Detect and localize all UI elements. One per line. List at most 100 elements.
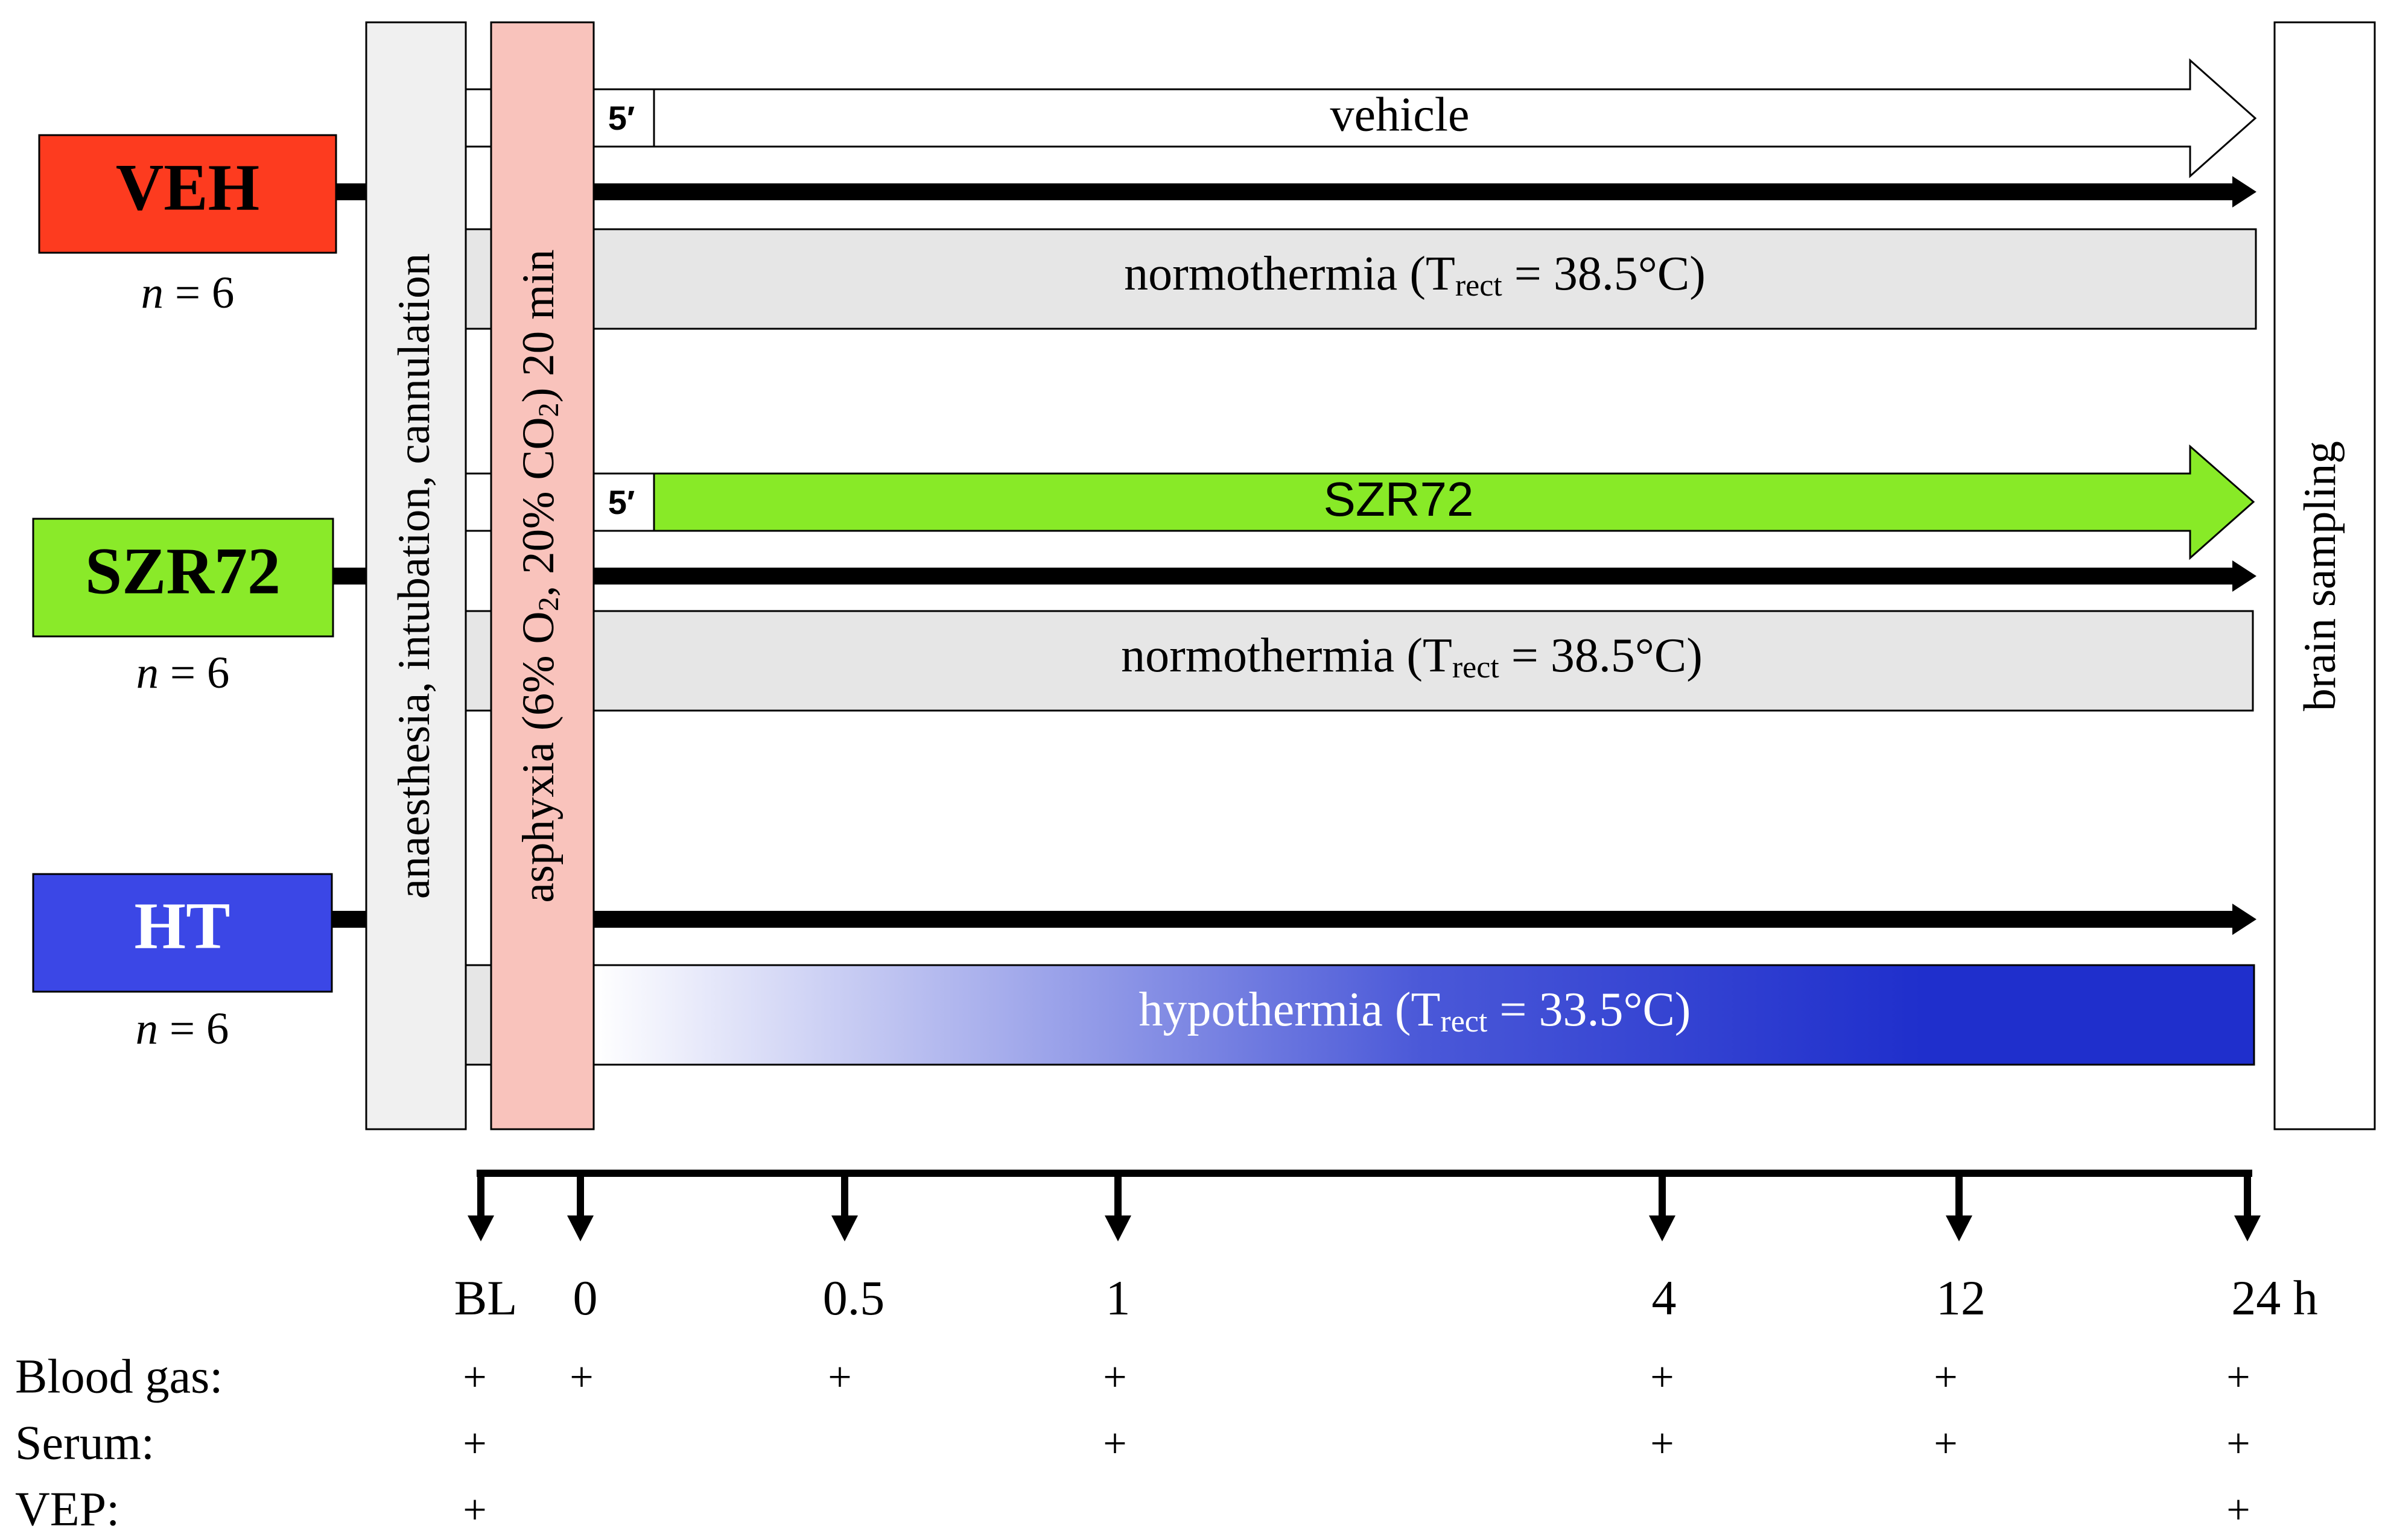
sampling-mark-r0-c6: + [2226, 1354, 2250, 1401]
asphyxia-label: asphyxia (6% O2, 20% CO2) 20 min [513, 249, 565, 902]
group-szr72-temperature-bar [592, 610, 2254, 712]
sampling-mark-r2-c0: + [463, 1487, 486, 1533]
asphyxia-label-sub2: 2 [533, 403, 565, 417]
group-szr72-n: n = 6 [136, 648, 230, 698]
sampling-table: Blood gas: Serum: VEP: + + + + + + + + + + + + + + [15, 1350, 2250, 1536]
group-szr72-treatment-label: SZR72 [1324, 472, 1474, 526]
anaesthesia-label: anaesthesia, intubation, cannulation [389, 253, 439, 899]
sampling-mark-r1-c6: + [2226, 1421, 2250, 1467]
group-szr72-n-value: = 6 [170, 648, 230, 698]
group-veh-label: VEH [116, 150, 259, 224]
group-szr72-arrowhead [2232, 560, 2256, 592]
brain-sampling-column [2273, 21, 2376, 1130]
group-szr72-delay-box [592, 472, 655, 532]
brain-sampling-label: brain sampling [2295, 441, 2345, 711]
group-veh-box [38, 134, 337, 254]
sampling-mark-r0-c2: + [828, 1354, 851, 1401]
timeline-tick-labels: BL 0 0.5 1 4 12 24 h [454, 1270, 2318, 1325]
group-szr72-box [32, 518, 334, 638]
group-veh-temperature-text: normothermia (T [1124, 247, 1455, 300]
group-veh-delay-box [592, 88, 655, 148]
asphyxia-label-suffix: ) 20 min [513, 249, 564, 402]
sampling-mark-r0-c1: + [570, 1354, 593, 1401]
group-ht-n-value: = 6 [170, 1004, 229, 1054]
group-ht-box [32, 873, 333, 993]
sampling-mark-r1-c4: + [1650, 1421, 1674, 1467]
group-szr72-label: SZR72 [85, 534, 281, 607]
asphyxia-phase: asphyxia (6% O2, 20% CO2) 20 min [490, 21, 595, 1130]
sampling-mark-r1-c0: + [463, 1421, 486, 1467]
sampling-row-label-blood-gas: Blood gas: [15, 1350, 223, 1403]
group-szr72-treatment-arrow [653, 444, 2255, 560]
group-szr72: SZR72 n = 6 5′ SZR72 normothermia (Trect… [32, 444, 2256, 712]
group-veh-arrowhead [2232, 176, 2256, 208]
timeline-tick-label-0: BL [454, 1270, 518, 1325]
sampling-row-label-serum: Serum: [15, 1416, 154, 1469]
group-ht-stub-temp [465, 964, 492, 1066]
sampling-mark-r1-c3: + [1103, 1421, 1126, 1467]
group-szr72-n-symbol: n [136, 648, 159, 698]
asphyxia-label-sub1: 2 [533, 597, 565, 611]
sampling-mark-r0-c0: + [463, 1354, 486, 1401]
timeline-tick-arrowhead-4 [1649, 1215, 1675, 1241]
group-szr72-delay-label: 5′ [608, 483, 635, 521]
group-veh-stub-temp [465, 228, 492, 330]
sampling-mark-r1-c5: + [1934, 1421, 1957, 1467]
group-veh-n-value: = 6 [175, 268, 235, 318]
group-ht: HT n = 6 hypothermia (Trect = 33.5°C) [32, 873, 2256, 1066]
brain-sampling-phase: brain sampling [2273, 21, 2376, 1130]
timeline-tick-arrowhead-6 [2234, 1215, 2261, 1241]
group-ht-n: n = 6 [136, 1004, 229, 1054]
anaesthesia-phase: anaesthesia, intubation, cannulation [365, 21, 467, 1130]
group-szr72-temperature-suffix: = 38.5°C) [1499, 629, 1703, 682]
timeline-tick-label-2: 0.5 [823, 1270, 885, 1325]
group-veh-treatment-arrow [653, 58, 2257, 179]
anaesthesia-column [365, 21, 467, 1130]
timeline-tick-arrowhead-2 [831, 1215, 858, 1241]
sampling-mark-r2-c6: + [2226, 1487, 2250, 1533]
timeline-tick-label-1: 0 [573, 1270, 598, 1325]
group-szr72-temperature-sub: rect [1452, 650, 1499, 685]
group-szr72-stub-temp [465, 610, 492, 712]
timeline-axis: BL 0 0.5 1 4 12 24 h [454, 1170, 2318, 1325]
group-veh-n: n = 6 [141, 268, 235, 318]
asphyxia-label-prefix: asphyxia (6% O [513, 611, 564, 902]
group-szr72-temperature-label: normothermia (Trect = 38.5°C) [1121, 629, 1703, 685]
timeline-ticks [468, 1173, 2261, 1241]
group-veh: VEH n = 6 5′ vehicle normothermia (Trect… [38, 58, 2257, 330]
asphyxia-label-middle: , 20% CO [513, 417, 564, 597]
group-ht-temperature-bar [592, 964, 2255, 1066]
group-veh-treatment-label: vehicle [1330, 88, 1470, 141]
group-veh-temperature-sub: rect [1455, 268, 1502, 303]
sampling-marks: + + + + + + + + + + + + + + [463, 1354, 2250, 1533]
group-ht-temperature-sub: rect [1440, 1004, 1487, 1039]
group-ht-temperature-text: hypothermia (T [1139, 983, 1441, 1036]
sampling-mark-r0-c4: + [1650, 1354, 1674, 1401]
timeline-tick-arrowhead-1 [567, 1215, 594, 1241]
group-ht-label: HT [135, 889, 230, 962]
group-ht-temperature-suffix: = 33.5°C) [1487, 983, 1691, 1036]
group-szr72-temperature-text: normothermia (T [1121, 629, 1452, 682]
asphyxia-column [490, 21, 595, 1130]
group-ht-n-symbol: n [136, 1004, 159, 1054]
group-veh-temperature-bar [592, 228, 2257, 330]
timeline-tick-arrowhead-5 [1946, 1215, 1972, 1241]
timeline-tick-label-4: 4 [1652, 1270, 1677, 1325]
group-szr72-stub [465, 472, 492, 532]
timeline-tick-arrowhead-0 [468, 1215, 494, 1241]
timeline-tick-arrowhead-3 [1105, 1215, 1131, 1241]
group-ht-arrowhead [2232, 904, 2256, 935]
group-ht-temperature-label: hypothermia (Trect = 33.5°C) [1139, 983, 1691, 1039]
group-veh-temperature-suffix: = 38.5°C) [1502, 247, 1706, 300]
group-veh-stub [465, 88, 492, 148]
timeline-tick-label-5: 12 [1936, 1270, 1986, 1325]
timeline-tick-label-6: 24 h [2231, 1270, 2318, 1325]
group-veh-n-symbol: n [141, 268, 164, 318]
group-veh-temperature-label: normothermia (Trect = 38.5°C) [1124, 247, 1706, 303]
sampling-row-label-vep: VEP: [15, 1483, 119, 1536]
group-veh-delay-label: 5′ [608, 99, 635, 137]
sampling-mark-r0-c5: + [1934, 1354, 1957, 1401]
sampling-mark-r0-c3: + [1103, 1354, 1126, 1401]
timeline-tick-label-3: 1 [1106, 1270, 1131, 1325]
